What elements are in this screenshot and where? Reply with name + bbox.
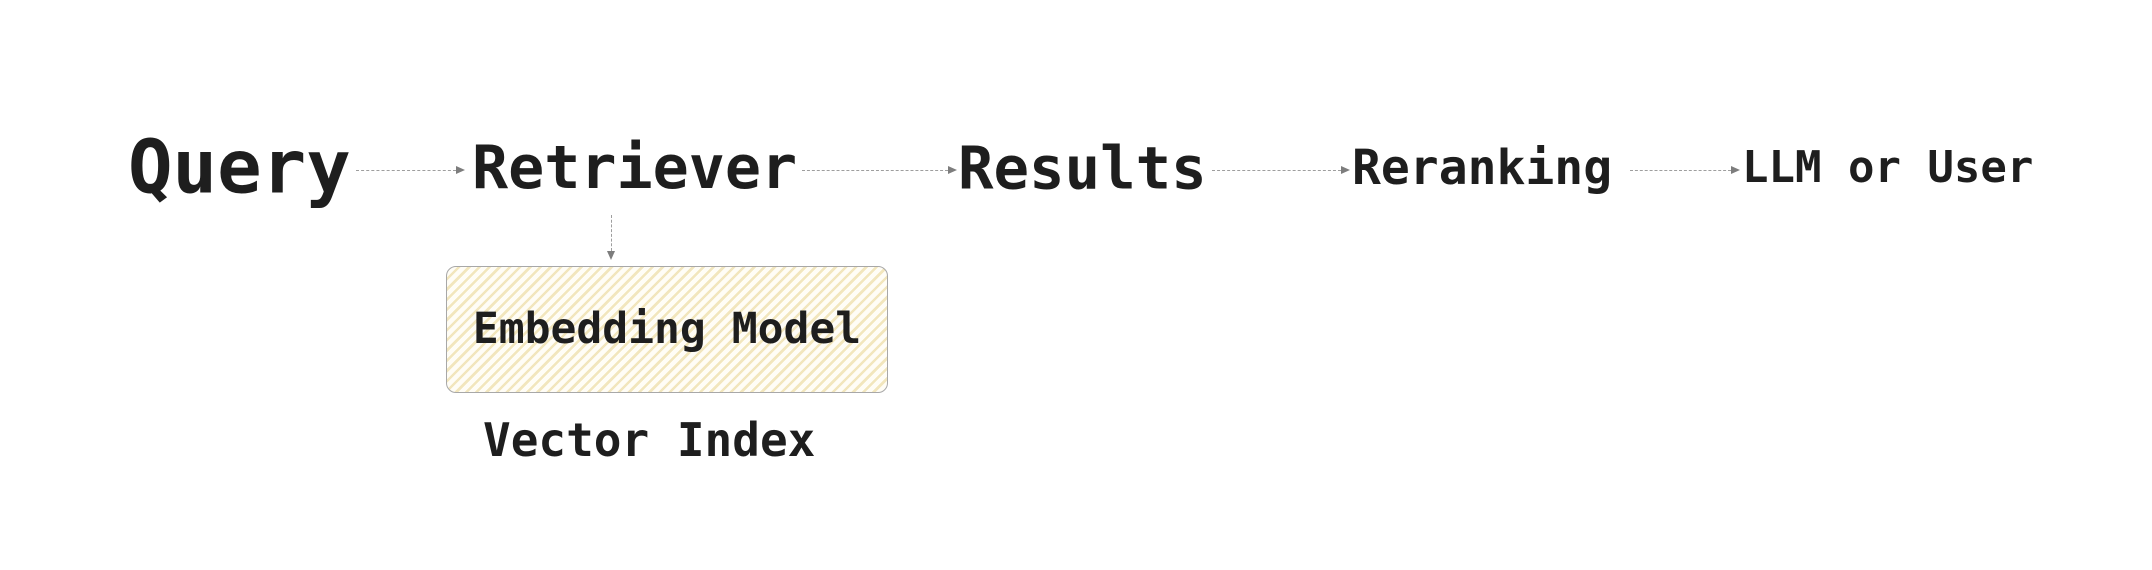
arrowhead-right-icon (456, 165, 465, 174)
embedding-model-label: Embedding Model (472, 304, 862, 354)
arrowhead-right-icon (948, 165, 957, 174)
node-llm-or-user: LLM or User (1742, 142, 2034, 194)
arrowhead-right-icon (1731, 165, 1740, 174)
connector-retriever-embedding-model (607, 215, 616, 260)
node-query: Query (128, 124, 351, 211)
connector-retriever-results (802, 165, 957, 174)
node-vector-index: Vector Index (483, 413, 816, 468)
node-reranking: Reranking (1352, 140, 1613, 197)
node-results: Results (958, 133, 1207, 203)
connector-results-reranking (1212, 165, 1350, 174)
node-retriever: Retriever (472, 132, 798, 203)
connector-query-retriever (356, 165, 465, 174)
embedding-model-box: Embedding Model (446, 266, 888, 393)
arrowhead-down-icon (607, 251, 616, 260)
arrowhead-right-icon (1341, 165, 1350, 174)
connector-reranking-llm-or-user (1630, 165, 1740, 174)
